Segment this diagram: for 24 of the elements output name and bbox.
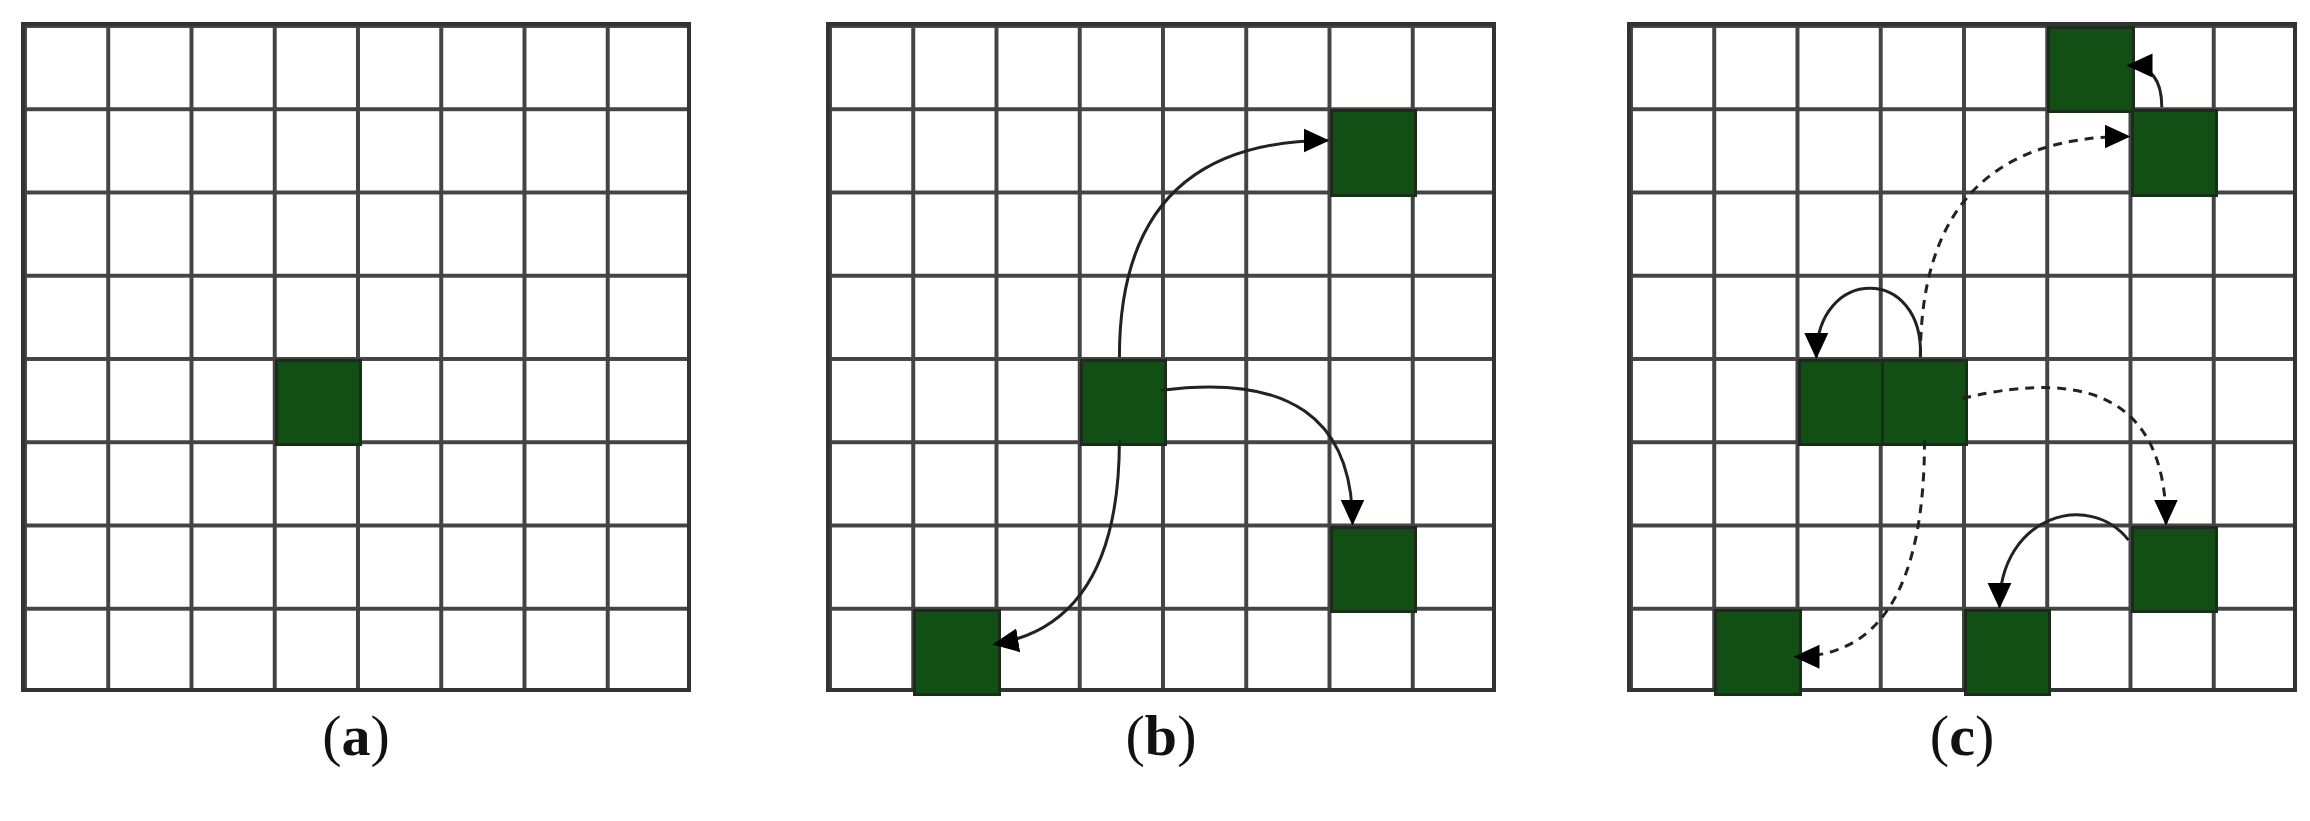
arrow xyxy=(1961,386,2177,526)
arrow xyxy=(1793,440,1926,667)
filled-cell xyxy=(2130,109,2218,197)
panel-label: (c) xyxy=(1928,702,1996,769)
filled-cell xyxy=(1329,109,1417,197)
filled-cell xyxy=(274,359,362,447)
filled-cell xyxy=(1964,608,2052,696)
filled-cell xyxy=(913,608,1001,696)
filled-cell xyxy=(2130,525,2218,613)
filled-cell xyxy=(1714,608,1802,696)
arrow xyxy=(1160,385,1364,526)
arrow xyxy=(1989,513,2130,609)
arrow xyxy=(2126,54,2164,108)
panel-label: (a) xyxy=(321,702,391,769)
panel-label: (b) xyxy=(1124,702,1198,769)
filled-cell xyxy=(1880,359,1968,447)
filled-cell xyxy=(1079,359,1167,447)
grid xyxy=(21,22,691,692)
arrow xyxy=(992,440,1121,651)
filled-cell xyxy=(1329,525,1417,613)
arrow xyxy=(1117,129,1330,358)
arrow xyxy=(1806,286,1922,359)
filled-cell xyxy=(2047,26,2135,114)
arrow xyxy=(1918,125,2131,358)
